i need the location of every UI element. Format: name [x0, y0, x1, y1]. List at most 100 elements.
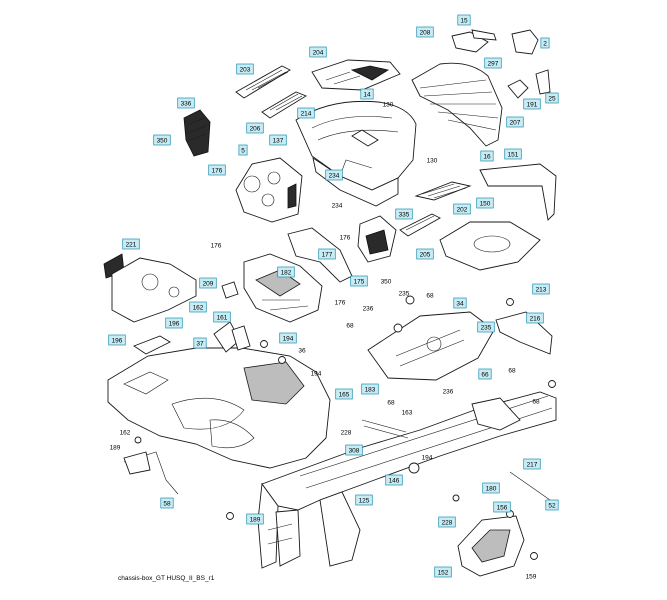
callout-box — [416, 26, 434, 38]
callout-183: 183 — [361, 383, 379, 395]
callout-206: 206 — [246, 122, 264, 134]
callout-137: 137 — [269, 134, 287, 146]
parts-artwork — [103, 29, 557, 577]
callout-number: 150 — [480, 200, 491, 207]
callout-number: 208 — [420, 29, 431, 36]
callout-box — [526, 312, 544, 324]
callout-box — [480, 150, 494, 162]
part-number-label: 68 — [346, 322, 354, 329]
callout-number: 350 — [157, 137, 168, 144]
part-number-label: 176 — [211, 242, 222, 249]
callout-146: 146 — [385, 474, 403, 486]
callout-189: 189 — [246, 513, 264, 525]
callout-number: 146 — [389, 477, 400, 484]
callout-box — [238, 144, 248, 156]
callout-235: 235 — [477, 321, 495, 333]
callout-297: 297 — [484, 57, 502, 69]
callout-number: 194 — [283, 335, 294, 342]
callout-25: 25 — [545, 92, 559, 104]
part-number-label: 350 — [381, 278, 392, 285]
callout-177: 177 — [318, 248, 336, 260]
callout-number: 165 — [339, 391, 350, 398]
callout-175: 175 — [350, 275, 368, 287]
callout-box — [160, 497, 174, 509]
callout-203: 203 — [236, 63, 254, 75]
callout-box — [506, 116, 524, 128]
callout-box — [532, 283, 550, 295]
callout-156: 156 — [493, 501, 511, 513]
part-number-label: 130 — [383, 101, 394, 108]
callout-box — [361, 383, 379, 395]
grill-side-drawing — [399, 213, 441, 237]
callout-228: 228 — [438, 516, 456, 528]
callout-number: 177 — [322, 251, 333, 258]
callout-number: 152 — [438, 569, 449, 576]
callout-box — [189, 301, 207, 313]
callout-box — [345, 444, 363, 456]
callout-box — [165, 317, 183, 329]
callout-165: 165 — [335, 388, 353, 400]
part-number-label: 68 — [508, 367, 516, 374]
callout-number: 137 — [273, 137, 284, 144]
callout-box — [199, 277, 217, 289]
callout-box — [453, 203, 471, 215]
chassis-frame-drawing — [257, 391, 557, 569]
callout-number: 162 — [193, 304, 204, 311]
callout-162: 162 — [189, 301, 207, 313]
callout-number: 16 — [483, 153, 491, 160]
callout-box — [246, 122, 264, 134]
grill-insert-drawing — [235, 65, 291, 99]
part-number-label: 236 — [363, 305, 374, 312]
callout-number: 336 — [181, 100, 192, 107]
part-number-label: 235 — [399, 290, 410, 297]
part-number-label: 194 — [311, 370, 322, 377]
callout-number: 214 — [301, 110, 312, 117]
callout-number: 176 — [212, 167, 223, 174]
callout-box — [416, 248, 434, 260]
grill-vent-drawing — [414, 181, 472, 201]
callout-number: 297 — [488, 60, 499, 67]
callout-number: 151 — [508, 151, 519, 158]
rear-fender-drawing — [107, 347, 331, 469]
callout-150: 150 — [476, 197, 494, 209]
callout-box — [438, 516, 456, 528]
callout-number: 221 — [126, 241, 137, 248]
callout-335: 335 — [395, 208, 413, 220]
rear-bracket-drawing — [495, 311, 553, 355]
callout-box — [213, 311, 231, 323]
fender-small-parts-drawing — [133, 281, 251, 355]
callout-box — [122, 238, 140, 250]
linkage-rods-drawing — [123, 295, 556, 560]
callout-number: 66 — [481, 371, 489, 378]
callout-205: 205 — [416, 248, 434, 260]
part-number-label: 228 — [341, 429, 352, 436]
callout-number: 2 — [543, 40, 547, 47]
callout-number: 52 — [548, 502, 556, 509]
callout-number: 228 — [442, 519, 453, 526]
hood-top-panel-drawing — [295, 100, 417, 207]
callout-box — [277, 266, 295, 278]
callout-202: 202 — [453, 203, 471, 215]
callout-180: 180 — [482, 482, 500, 494]
callout-336: 336 — [177, 97, 195, 109]
callout-number: 207 — [510, 119, 521, 126]
dash-panel-drawing — [235, 157, 303, 223]
callout-box — [309, 46, 327, 58]
callout-151: 151 — [504, 148, 522, 160]
callout-number: 58 — [163, 500, 171, 507]
callout-box — [493, 501, 511, 513]
callout-16: 16 — [480, 150, 494, 162]
callout-number: 202 — [457, 206, 468, 213]
callout-194: 194 — [279, 332, 297, 344]
callout-204: 204 — [309, 46, 327, 58]
callout-box — [545, 499, 559, 511]
callout-box — [193, 337, 207, 349]
callout-number: 161 — [217, 314, 228, 321]
callout-196: 196 — [108, 334, 126, 346]
callout-350: 350 — [153, 134, 171, 146]
callout-number: 203 — [240, 66, 251, 73]
top-cover-plate-drawing — [311, 59, 401, 91]
callout-number: 125 — [359, 497, 370, 504]
callout-number: 180 — [486, 485, 497, 492]
